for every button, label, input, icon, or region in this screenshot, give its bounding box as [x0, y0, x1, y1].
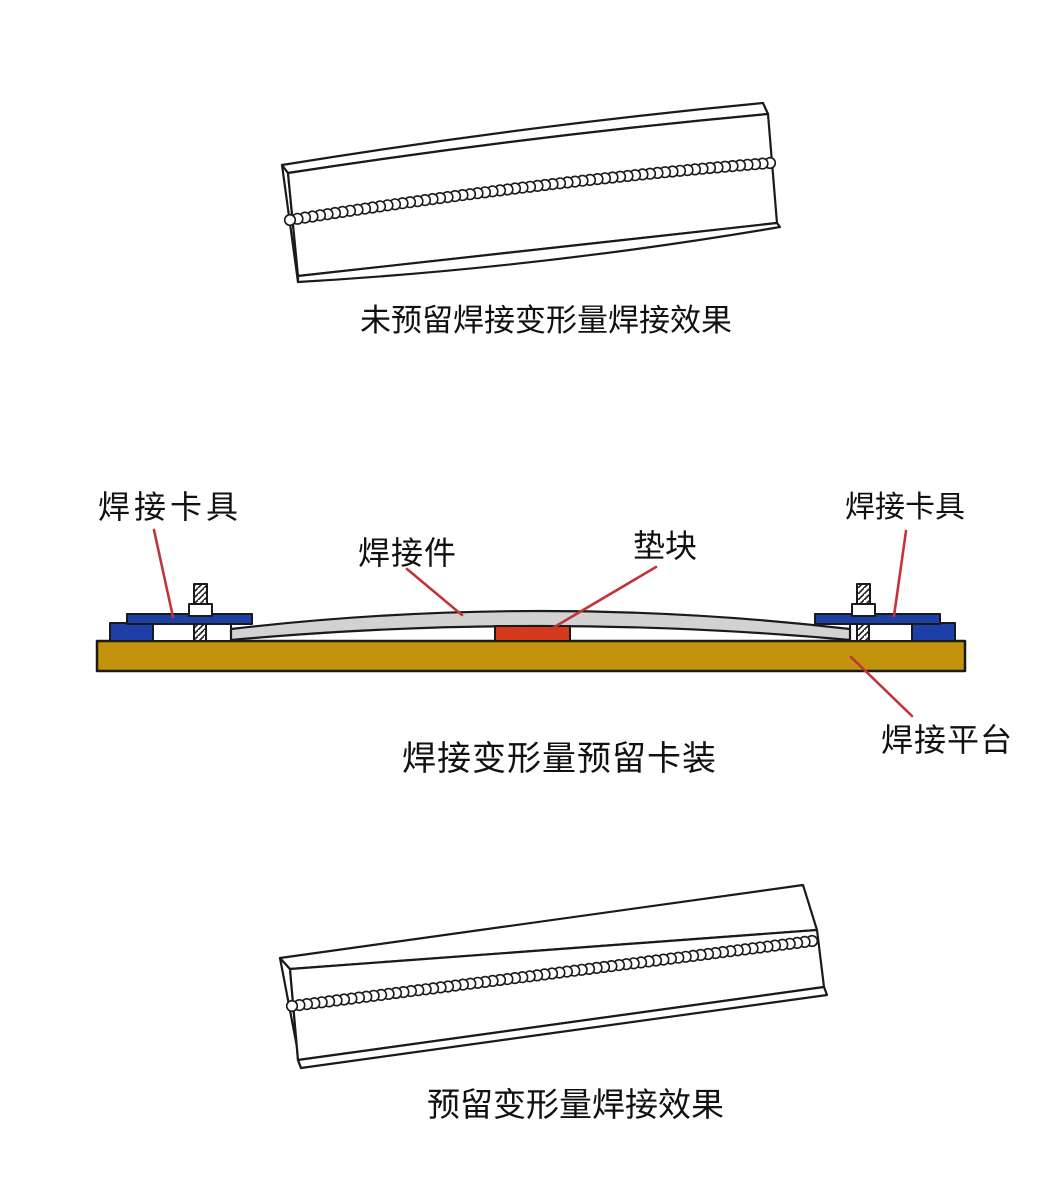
clamp-assembly-right — [814, 583, 956, 642]
spacer-block — [494, 625, 571, 642]
left-bolt-thread-upper — [193, 583, 208, 605]
label-clamp-right: 焊接卡具 — [845, 491, 965, 524]
caption-middle-panel: 焊接变形量预留卡装 — [402, 741, 717, 778]
clamp-assembly-left — [109, 583, 253, 642]
right-bolt-nut — [851, 603, 876, 617]
flat-plate-figure — [278, 883, 829, 1070]
leader-weldment — [405, 567, 464, 617]
right-clamp-bar — [814, 613, 941, 625]
caption-top-panel: 未预留焊接变形量焊接效果 — [360, 303, 732, 338]
leader-clamp-right — [892, 529, 908, 618]
right-bolt-thread-lower — [856, 623, 870, 642]
leader-platform — [849, 655, 914, 718]
caption-bottom-panel: 预留变形量焊接效果 — [427, 1088, 724, 1124]
left-clamp-support-block — [109, 622, 154, 642]
left-bolt-thread-lower — [193, 623, 207, 642]
bent-plate-figure — [280, 101, 782, 284]
clamping-setup-figure — [95, 528, 967, 718]
flat-plate-bottom-sliver — [296, 985, 829, 1070]
label-platform: 焊接平台 — [881, 722, 1014, 758]
label-spacer: 垫块 — [633, 528, 698, 564]
right-bolt-thread-upper — [856, 583, 871, 605]
left-clamp-jaw-gap — [152, 622, 232, 642]
label-clamp-left: 焊接卡具 — [98, 489, 243, 525]
label-weldment: 焊接件 — [358, 535, 458, 571]
weld-seam-flat-plate — [285, 934, 819, 1013]
weld-seam-bent-plate — [283, 156, 777, 227]
leader-clamp-left — [152, 528, 175, 619]
leader-spacer — [549, 565, 658, 631]
welding-platform — [95, 639, 967, 673]
left-bolt-nut — [188, 603, 213, 617]
bent-plate-bottom-sliver — [296, 221, 782, 284]
right-clamp-support-block — [911, 622, 956, 642]
